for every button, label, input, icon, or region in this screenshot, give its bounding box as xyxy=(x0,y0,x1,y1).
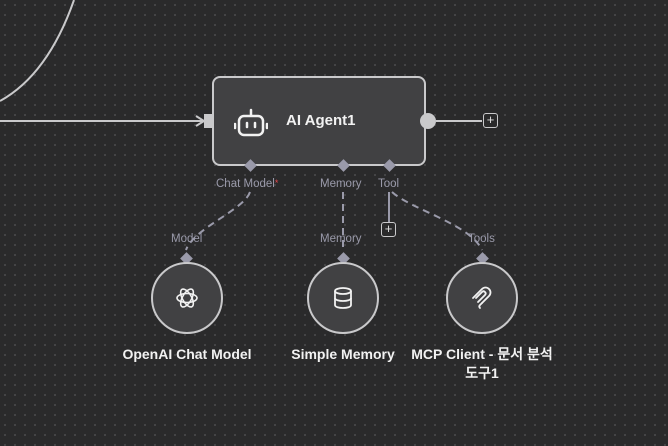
required-mark: * xyxy=(274,178,279,188)
agent-output-port[interactable] xyxy=(420,113,436,129)
openai-chat-model-title: OpenAI Chat Model xyxy=(122,346,252,362)
add-next-node-button[interactable]: + xyxy=(483,113,498,128)
tools-connection-label: Tools xyxy=(468,233,495,245)
agent-input-port[interactable] xyxy=(204,114,214,128)
database-icon xyxy=(334,287,352,309)
memory-connection-label: Memory xyxy=(320,233,362,245)
add-tool-button[interactable]: + xyxy=(381,222,396,237)
simple-memory-node[interactable] xyxy=(307,262,379,334)
chat-model-port-label: Chat Model* xyxy=(216,178,279,190)
robot-icon xyxy=(234,108,268,137)
incoming-edge-curve[interactable] xyxy=(0,0,75,102)
model-edge[interactable] xyxy=(185,191,251,251)
mcp-client-title: MCP Client - 문서 분석 도구1 xyxy=(411,346,553,381)
simple-memory-title: Simple Memory xyxy=(291,346,395,362)
mcp-client-node[interactable] xyxy=(446,262,518,334)
openai-chat-model-node[interactable] xyxy=(151,262,223,334)
tool-port-label: Tool xyxy=(378,178,400,190)
mcp-icon xyxy=(472,286,492,309)
openai-icon xyxy=(176,288,198,308)
ai-agent-node[interactable]: AI Agent1 xyxy=(212,76,426,166)
tools-edge[interactable] xyxy=(391,191,483,251)
memory-port-label: Memory xyxy=(320,178,362,190)
agent-title: AI Agent1 xyxy=(286,112,356,129)
model-connection-label: Model xyxy=(171,233,203,245)
